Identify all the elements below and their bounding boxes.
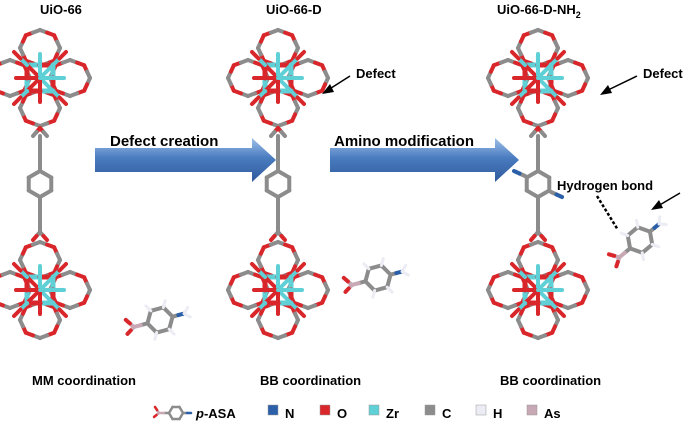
legend-item-o: O (319, 404, 347, 421)
legend-item-zr: Zr (368, 404, 399, 421)
legend-label-n: N (285, 406, 294, 421)
zr-cluster (226, 240, 330, 340)
legend-swatch-zr (368, 404, 380, 416)
pasa-molecule (123, 299, 192, 341)
legend-label-o: O (337, 406, 347, 421)
structure-uio66d (226, 28, 410, 340)
bdc-linker (26, 126, 54, 242)
hydrogen-bond-label: Hydrogen bond (557, 178, 653, 193)
legend-swatch-as (526, 404, 538, 416)
caption-bb-coordination-middle: BB coordination (260, 373, 361, 388)
bdc-linker (264, 126, 292, 242)
zr-cluster (486, 28, 590, 128)
legend-item-n: N (267, 404, 294, 421)
defect-label-right: Defect (643, 66, 683, 81)
legend-swatch-n (267, 404, 279, 416)
zr-cluster (226, 28, 330, 128)
legend: p-ASA N O Zr C H As (152, 404, 561, 421)
title-uio66: UiO-66 (40, 2, 82, 17)
legend-label-as: As (544, 406, 561, 421)
defect-annotation-right: Defect (600, 66, 683, 95)
caption-mm-coordination: MM coordination (32, 373, 136, 388)
legend-swatch-o (319, 404, 331, 416)
pasa-molecule (341, 257, 410, 299)
amino-modification-label: Amino modification (334, 133, 474, 150)
legend-label-zr: Zr (386, 406, 399, 421)
legend-label-h: H (493, 406, 502, 421)
defect-annotation-middle: Defect (322, 66, 396, 94)
hydrogen-bond-annotation: Hydrogen bond (557, 178, 681, 231)
caption-bb-coordination-right: BB coordination (500, 373, 601, 388)
legend-item-h: H (475, 404, 502, 421)
structure-uio66 (0, 28, 192, 341)
zr-cluster (0, 28, 92, 128)
pasa-molecule-icon (152, 405, 193, 421)
legend-swatch-h (475, 404, 487, 416)
legend-label-c: C (442, 406, 452, 421)
defect-creation-arrow: Defect creation (95, 133, 276, 182)
title-uio66dnh2: UiO-66-D-NH2 (497, 2, 581, 20)
defect-label-middle: Defect (356, 66, 396, 81)
title-uio66d: UiO-66-D (266, 2, 322, 17)
pasa-molecule (606, 215, 668, 269)
amino-modification-arrow: Amino modification (330, 133, 519, 182)
defect-creation-label: Defect creation (110, 133, 218, 150)
zr-cluster (0, 240, 92, 340)
linker-amino-groups (512, 169, 564, 199)
legend-swatch-c (424, 404, 436, 416)
legend-item-as: As (526, 404, 561, 421)
structure-uio66dnh2 (486, 28, 668, 340)
bdc-linker (524, 126, 552, 242)
zr-cluster (486, 240, 590, 340)
legend-item-c: C (424, 404, 452, 421)
legend-pasa-label: p-ASA (195, 406, 236, 421)
